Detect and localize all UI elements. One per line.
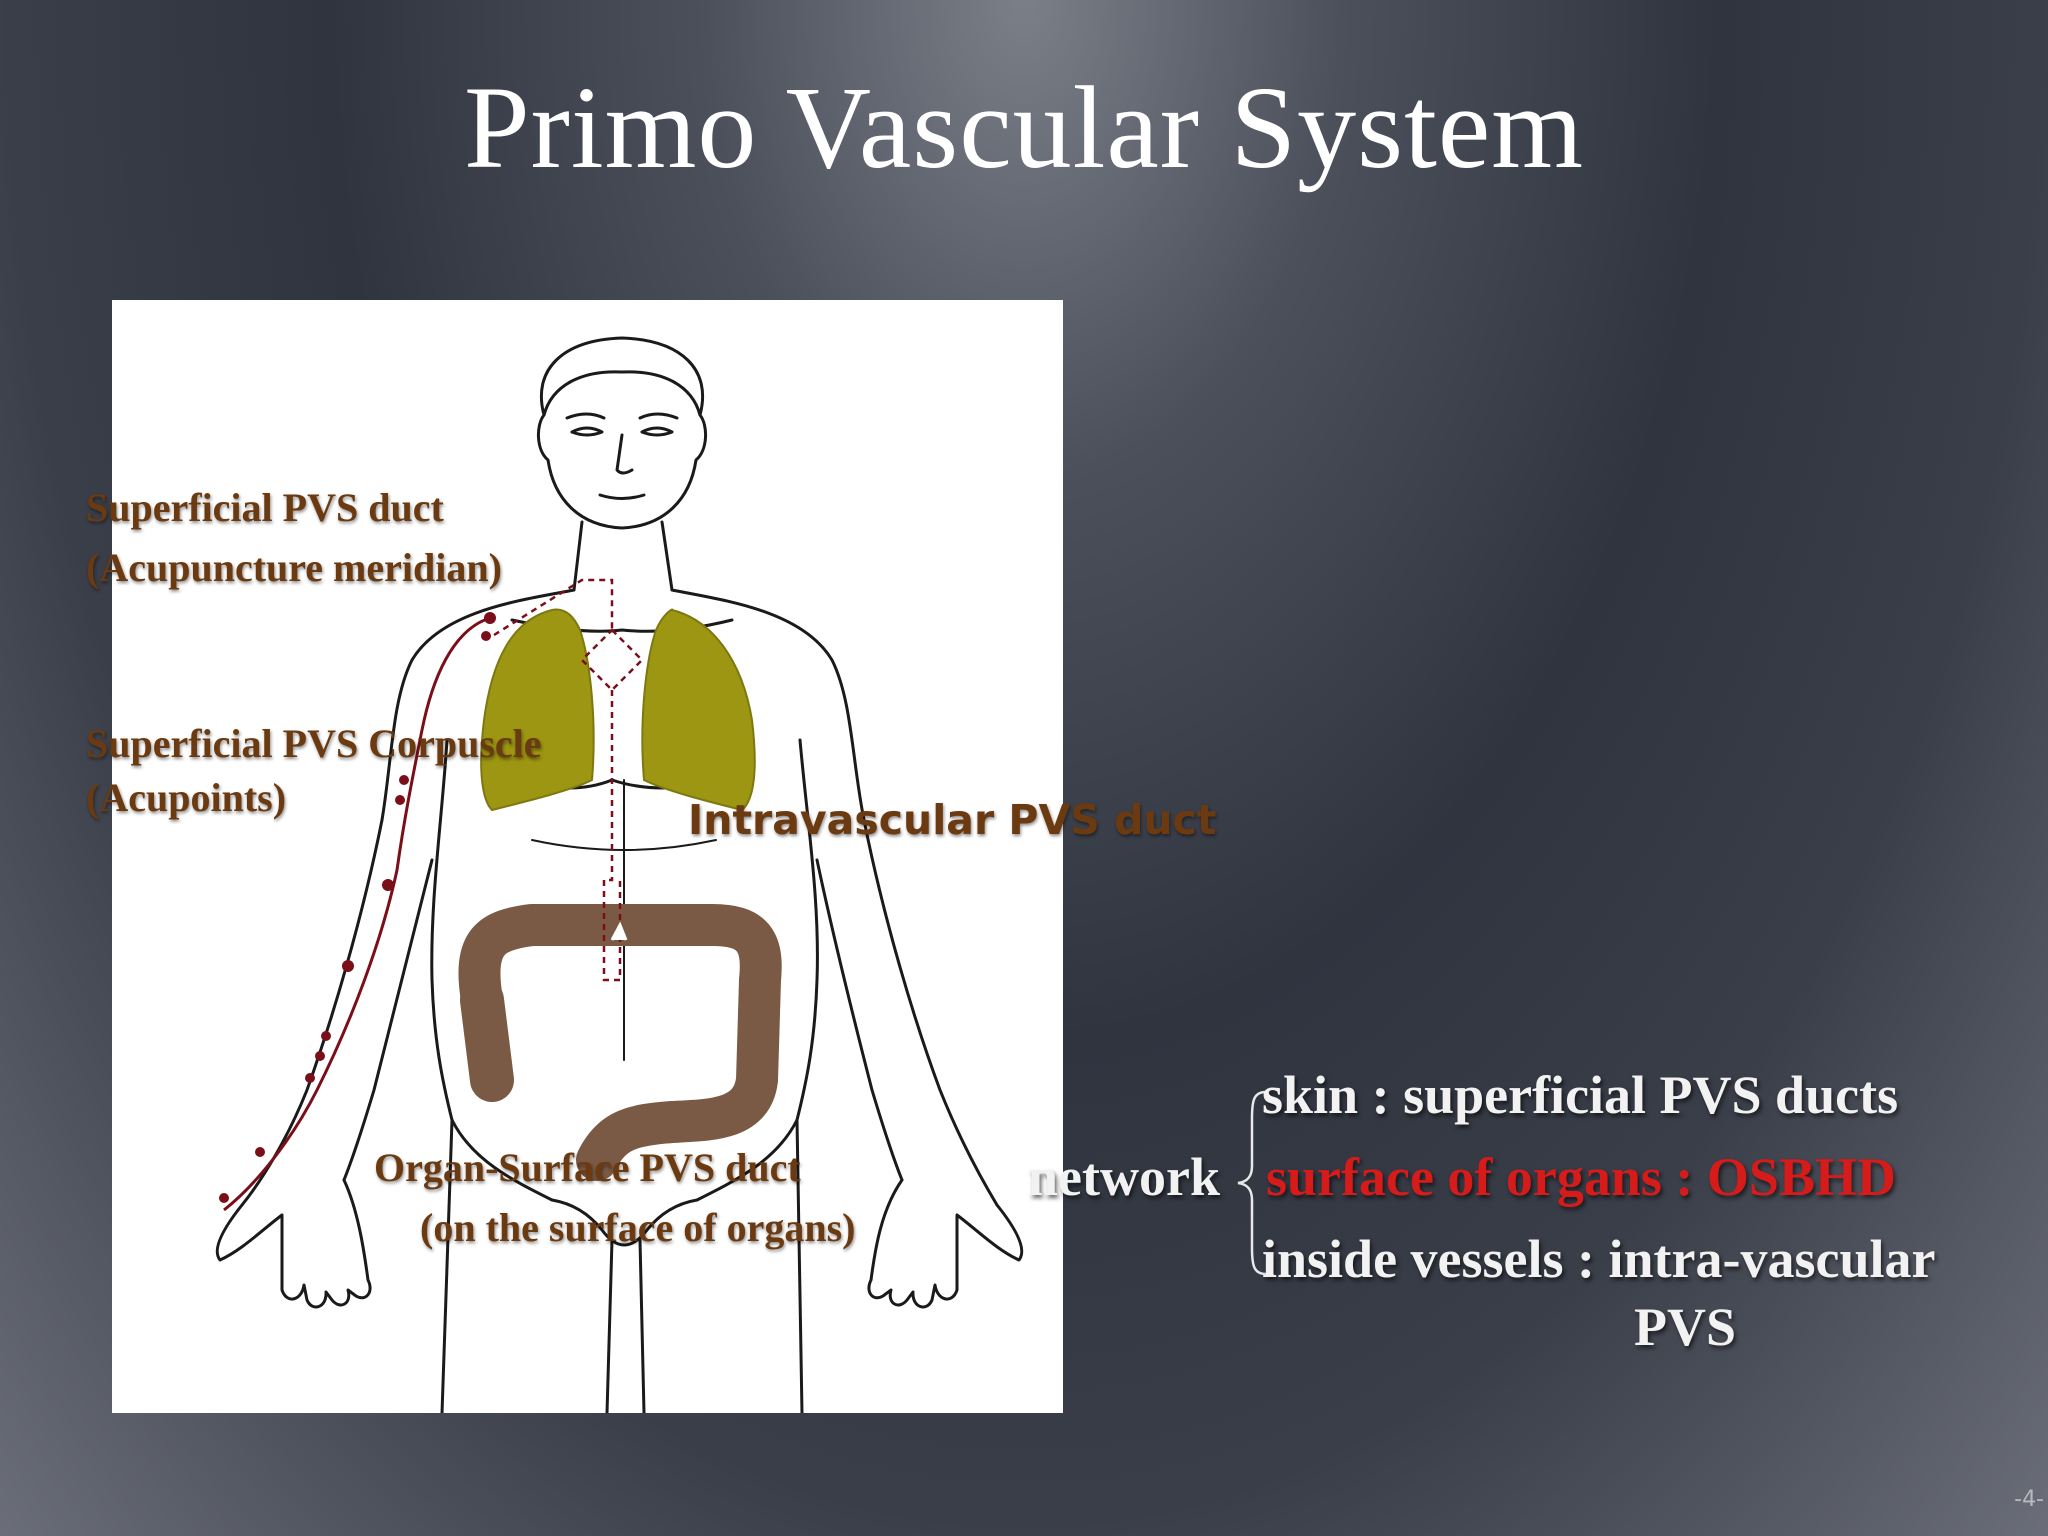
- label-intravascular-duct: Intravascular PVS duct: [688, 796, 1217, 844]
- label-acupuncture-meridian: (Acupuncture meridian): [86, 545, 502, 590]
- acupoint: [399, 775, 409, 785]
- right-hand: [867, 1178, 1024, 1309]
- acupoint: [255, 1147, 265, 1157]
- left-arm-outer: [240, 818, 384, 1207]
- mouth: [598, 493, 646, 500]
- acupoint: [342, 960, 354, 972]
- large-intestine: [458, 904, 782, 1181]
- acupoint: [481, 631, 491, 641]
- network-brace-icon: [1237, 1090, 1267, 1276]
- left-lung: [480, 608, 595, 812]
- pelvis-right: [695, 1118, 799, 1202]
- pelvis-left: [450, 1118, 554, 1202]
- right-leg: [795, 1118, 804, 1413]
- groin: [550, 1198, 699, 1247]
- page-number: -4-: [2014, 1487, 2044, 1512]
- acupoint: [305, 1073, 315, 1083]
- right-torso-side: [795, 738, 819, 1122]
- right-arm-inner: [815, 858, 904, 1182]
- network-heading: network: [1028, 1147, 1220, 1207]
- label-superficial-corpuscle: Superficial PVS Corpuscle: [86, 721, 542, 766]
- label-organ-surface-note: (on the surface of organs): [420, 1205, 856, 1250]
- right-shoulder: [670, 588, 866, 822]
- left-leg: [440, 1118, 454, 1413]
- right-inner-leg: [638, 1238, 646, 1413]
- left-arm-inner: [342, 858, 434, 1182]
- superficial-meridian: [223, 616, 491, 1212]
- label-organ-surface-duct: Organ-Surface PVS duct: [374, 1145, 801, 1190]
- head-outline: [537, 336, 707, 530]
- human-body-illustration: [215, 336, 1024, 1413]
- intravascular-duct: [493, 578, 644, 982]
- acupoint: [484, 612, 496, 624]
- right-eye: [640, 426, 674, 437]
- right-arm-outer: [862, 818, 999, 1207]
- label-superficial-duct: Superficial PVS duct: [86, 485, 444, 530]
- network-item-continuation: PVS: [1634, 1297, 1737, 1357]
- left-inner-leg: [605, 1238, 614, 1413]
- acupoint: [219, 1193, 229, 1203]
- neck-right: [660, 520, 674, 592]
- acupoint: [382, 879, 394, 891]
- acupoint-dots: [219, 612, 496, 1203]
- left-hand: [215, 1178, 372, 1309]
- left-shoulder: [380, 588, 576, 822]
- network-item-inside-vessels: inside vessels : intra-vascular: [1262, 1229, 1936, 1289]
- ascending-colon: [460, 978, 514, 1102]
- left-torso-side: [430, 738, 454, 1122]
- label-acupoints: (Acupoints): [86, 775, 287, 820]
- network-item-skin: skin : superficial PVS ducts: [1262, 1065, 1899, 1125]
- nose: [615, 433, 634, 475]
- hair-line: [542, 370, 702, 417]
- acupoint: [321, 1031, 331, 1041]
- acupoint: [395, 795, 405, 805]
- intravascular-arrow: [610, 921, 628, 941]
- right-lung: [641, 608, 756, 812]
- abs-line-1: [531, 839, 717, 851]
- left-eye: [570, 426, 604, 437]
- acupoint: [315, 1051, 325, 1061]
- body-diagram-panel: [112, 300, 1063, 1413]
- right-brow: [638, 412, 679, 420]
- slide-title: Primo Vascular System: [463, 62, 1585, 193]
- left-brow: [565, 412, 606, 420]
- neck-left: [572, 520, 584, 592]
- network-item-organ-surface: surface of organs : OSBHD: [1266, 1147, 1896, 1207]
- lungs: [480, 608, 756, 812]
